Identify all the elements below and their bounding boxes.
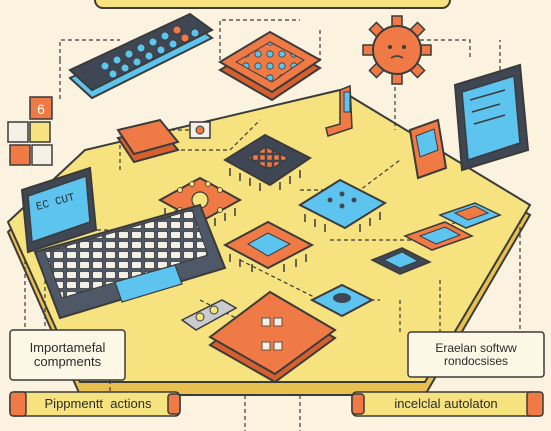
- svg-text:6: 6: [37, 101, 45, 117]
- button-module: [309, 283, 375, 318]
- label-automation: incelclal autolaton: [366, 392, 526, 416]
- chip-icon: [223, 133, 312, 191]
- touch-pad: [208, 290, 337, 384]
- label-box-left: [9, 329, 126, 381]
- led-matrix-module: [218, 30, 322, 102]
- label-box-right: [407, 331, 545, 378]
- sensor-module: [370, 247, 432, 275]
- sensor-module: [438, 202, 502, 229]
- label-line: rondocsises: [443, 353, 509, 368]
- connector: [180, 299, 238, 331]
- label-line: incelclal autolaton: [394, 396, 498, 412]
- label-important-components: Importamefal compments: [12, 332, 123, 378]
- sensor-module: [403, 221, 474, 251]
- keyboard-icon: [68, 12, 214, 100]
- label-line: compments: [33, 354, 102, 369]
- tablet-icon: [453, 63, 530, 172]
- label-line: Eraelan softww: [435, 340, 517, 355]
- label-line: Importamefal: [29, 340, 106, 356]
- gear-icon: [362, 15, 432, 85]
- laptop-icon: EC CUT: [20, 166, 227, 320]
- label-software-processes: Eraelan softww rondocsises: [410, 334, 542, 375]
- dice-icon: 6: [7, 96, 53, 166]
- chip-icon: [297, 178, 388, 232]
- top-banner: [94, 0, 451, 9]
- label-pipeline-actions: Pippmentt actions: [28, 392, 168, 416]
- chip-icon: [222, 220, 315, 272]
- chip-icon: [157, 176, 243, 226]
- orange-module: [116, 118, 180, 164]
- label-line: Pippmentt actions: [44, 396, 152, 412]
- phone-icon: [408, 118, 448, 180]
